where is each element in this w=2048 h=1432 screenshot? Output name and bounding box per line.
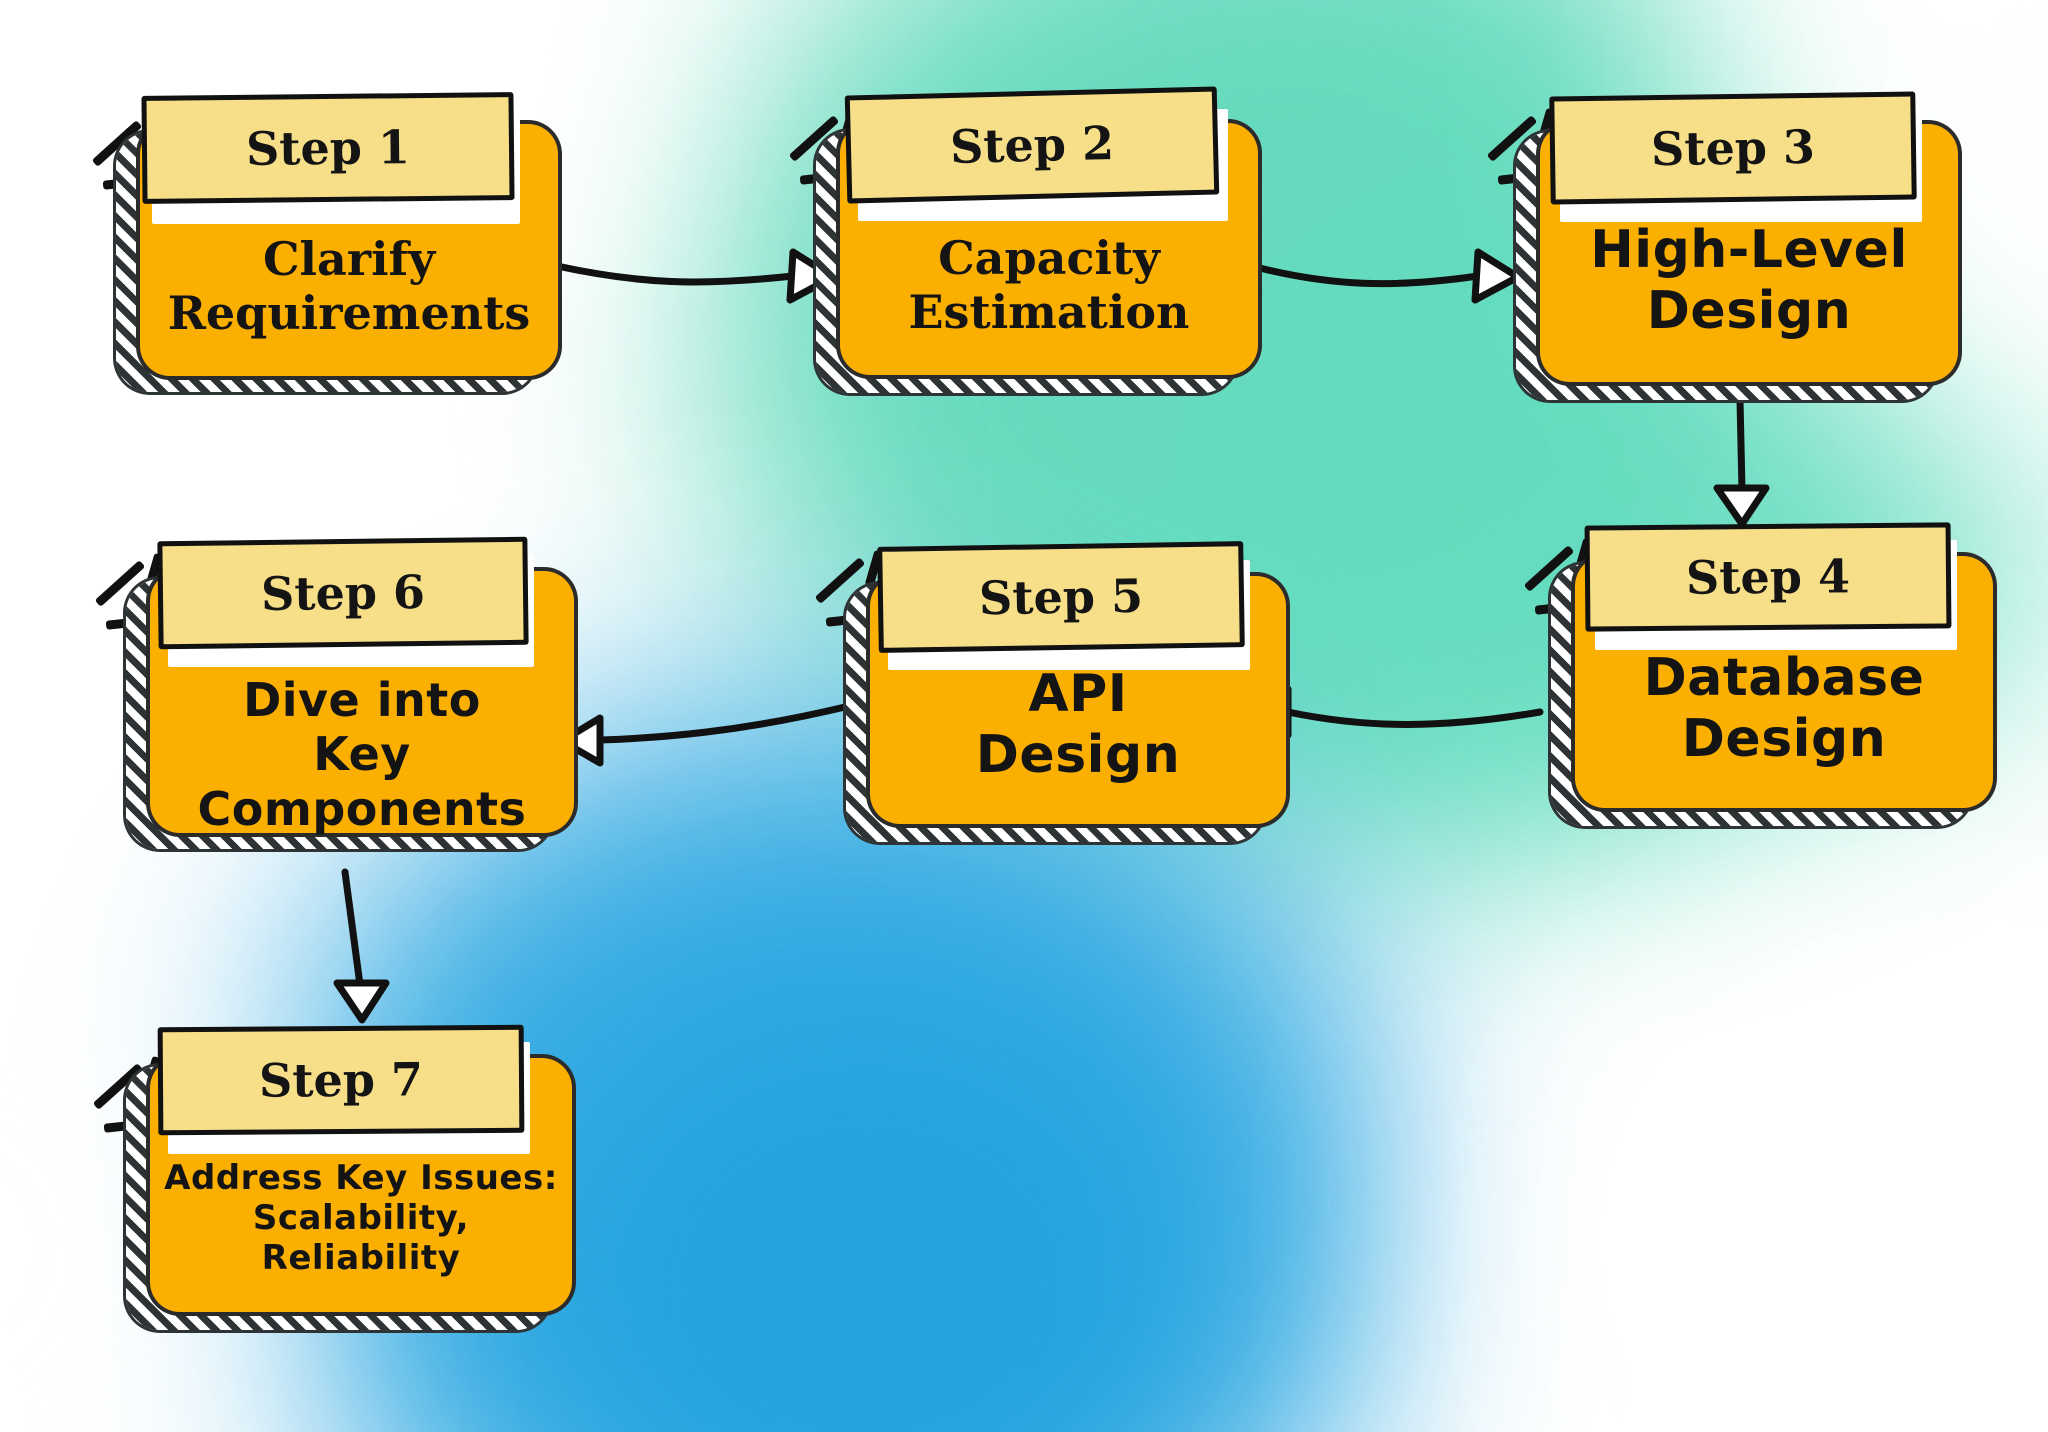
node-tag: Step 7 (157, 1024, 525, 1136)
node-tag-label: Step 4 (1685, 549, 1851, 605)
node-tag: Step 3 (1549, 91, 1917, 205)
node-tag-label: Step 2 (949, 116, 1115, 174)
node-body-text: API Design (975, 664, 1181, 786)
node-step2[interactable]: Capacity Estimation Step 2 (788, 86, 1260, 395)
node-body-text: Address Key Issues: Scalability, Reliabi… (164, 1158, 558, 1279)
node-step1[interactable]: Clarify Requirements Step 1 (91, 92, 560, 400)
node-step5[interactable]: API Design Step 5 (814, 541, 1290, 850)
node-body-text: Dive into Key Components (197, 673, 527, 836)
node-body-text: Database Design (1643, 648, 1925, 770)
edge-step6-step7 (333, 868, 390, 1024)
edge-step3-step4 (1713, 396, 1770, 528)
node-body-text: High-Level Design (1590, 220, 1908, 342)
edge-step4-step5 (1246, 685, 1544, 739)
node-tag: Step 1 (141, 92, 515, 204)
node-step3[interactable]: High-Level Design Step 3 (1486, 91, 1960, 400)
edge-step5-step6 (558, 703, 849, 767)
node-tag-label: Step 5 (978, 568, 1144, 626)
node-tag: Step 4 (1584, 522, 1952, 632)
edge-step2-step3 (1244, 248, 1522, 304)
edge-step1-step2 (553, 248, 837, 304)
node-step6[interactable]: Dive into Key Components Step 6 (94, 536, 580, 855)
node-tag-label: Step 6 (260, 565, 426, 621)
node-body-text: Clarify Requirements (167, 232, 531, 341)
node-tag: Step 2 (844, 86, 1220, 204)
node-step7[interactable]: Address Key Issues: Scalability, Reliabi… (92, 1024, 580, 1350)
node-step4[interactable]: Database Design Step 4 (1523, 522, 1995, 830)
node-tag: Step 6 (157, 536, 529, 650)
node-body-text: Capacity Estimation (908, 231, 1190, 340)
node-tag-label: Step 7 (258, 1052, 424, 1108)
node-tag-label: Step 3 (1650, 119, 1816, 177)
node-tag: Step 5 (877, 541, 1245, 653)
node-tag-label: Step 1 (245, 120, 411, 176)
